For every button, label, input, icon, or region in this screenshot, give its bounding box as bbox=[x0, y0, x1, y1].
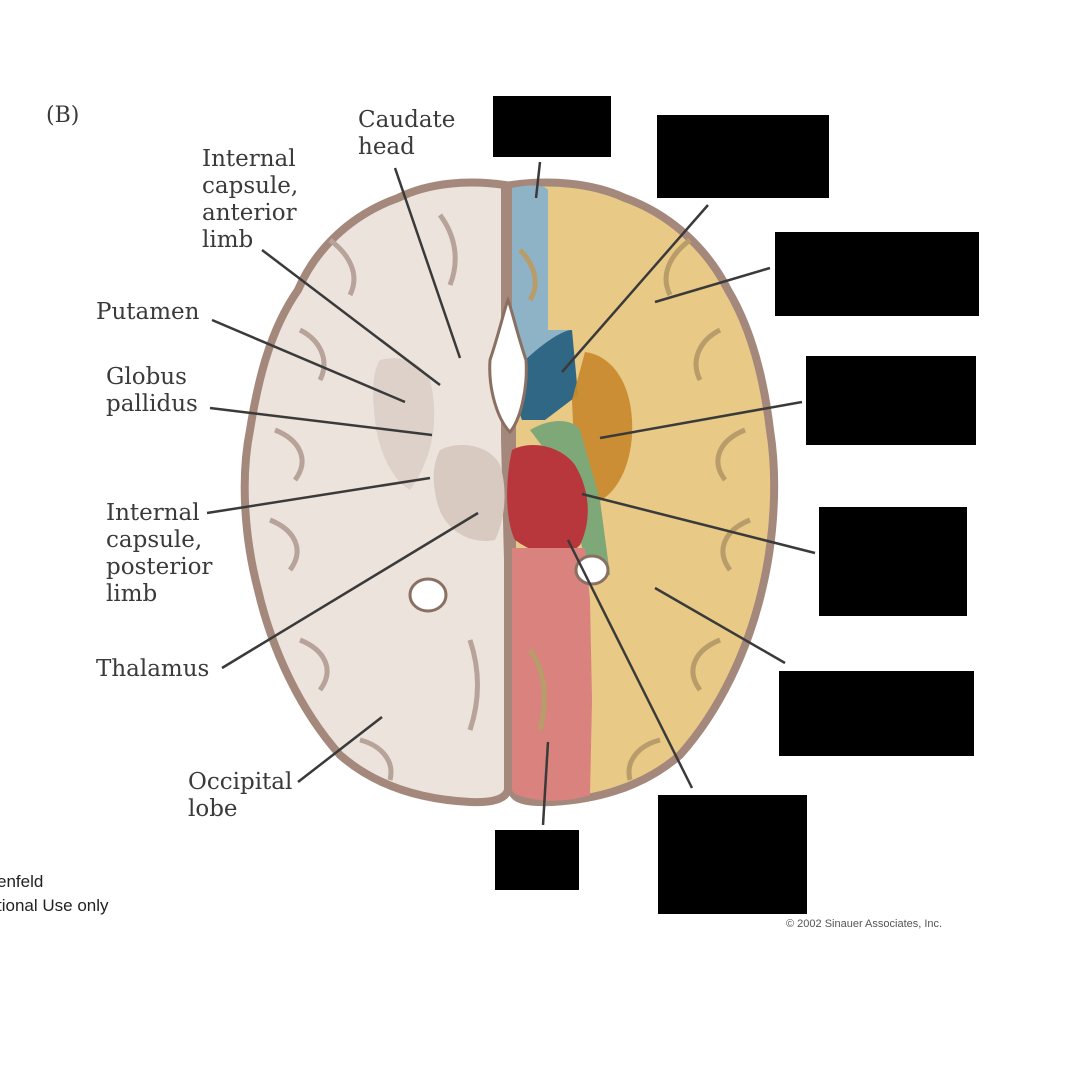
label-globus-pallidus: Globus pallidus bbox=[106, 364, 198, 418]
redacted-label-box-4 bbox=[806, 356, 976, 445]
redacted-label-box-1 bbox=[493, 96, 611, 157]
left-posterior-horn bbox=[410, 579, 446, 611]
panel-letter: (B) bbox=[46, 103, 79, 128]
label-putamen: Putamen bbox=[96, 299, 199, 326]
label-thalamus: Thalamus bbox=[96, 656, 209, 683]
occipital-region bbox=[512, 548, 592, 801]
redacted-label-box-2 bbox=[657, 115, 829, 198]
right-posterior-horn bbox=[576, 556, 608, 584]
redacted-label-box-8 bbox=[495, 830, 579, 890]
label-caudate-head: Caudate head bbox=[358, 107, 455, 161]
copyright: © 2002 Sinauer Associates, Inc. bbox=[786, 918, 942, 930]
redacted-label-box-5 bbox=[819, 507, 967, 616]
footer-text: enfeld tional Use only bbox=[0, 870, 109, 918]
label-internal-capsule-posterior-limb: Internal capsule, posterior limb bbox=[106, 500, 212, 608]
label-occipital-lobe: Occipital lobe bbox=[188, 769, 292, 823]
label-internal-capsule-anterior-limb: Internal capsule, anterior limb bbox=[202, 146, 298, 254]
redacted-label-box-3 bbox=[775, 232, 979, 316]
redacted-label-box-6 bbox=[779, 671, 974, 756]
redacted-label-box-7 bbox=[658, 795, 807, 914]
